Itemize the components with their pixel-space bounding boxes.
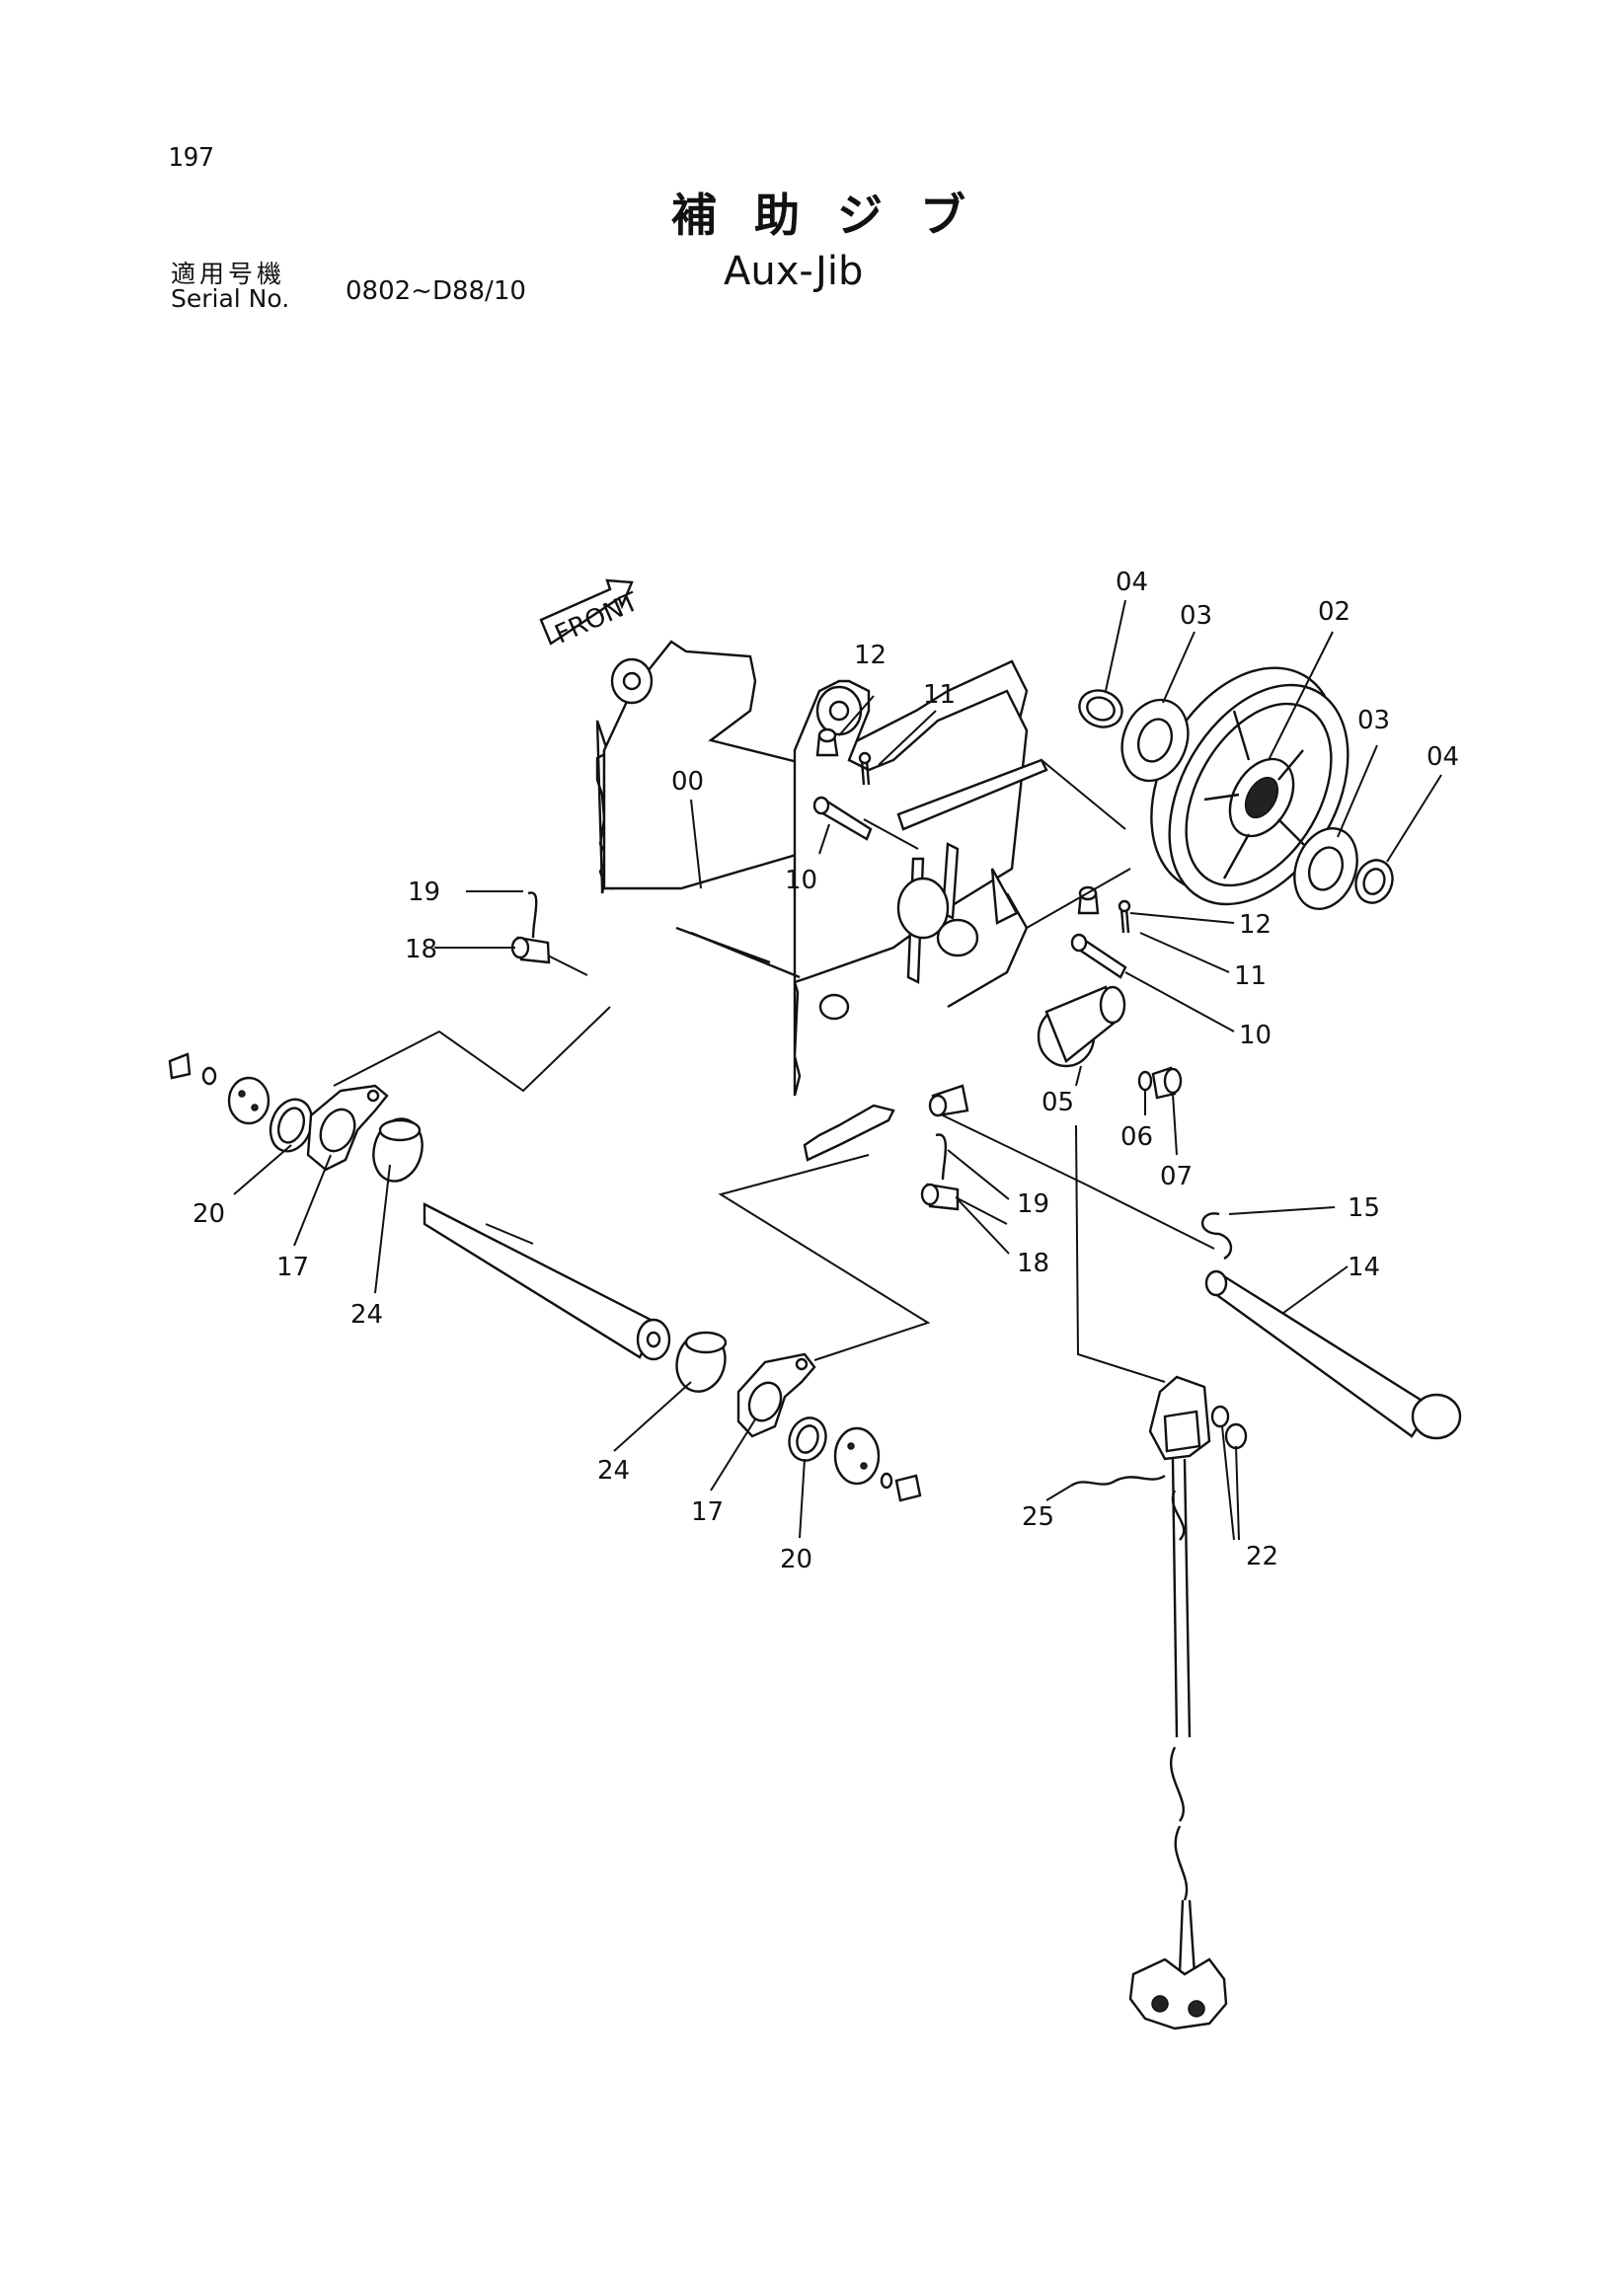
- part-label-25: 25: [1022, 1502, 1054, 1532]
- serial-label-english: Serial No.: [171, 284, 290, 313]
- spacer-left: [1078, 689, 1123, 728]
- part-label-04-upper: 04: [1116, 568, 1148, 597]
- rope-assembly: [1070, 1375, 1248, 2030]
- leader-lines: [233, 599, 1442, 1541]
- plate-left: [227, 1076, 270, 1125]
- long-pin-14: [1204, 1269, 1462, 1440]
- bushing-24-left: [372, 1117, 424, 1183]
- part-label-11-right: 11: [1234, 961, 1267, 991]
- lever-17-right: [736, 1352, 816, 1438]
- part-label-02: 02: [1318, 597, 1350, 627]
- washer-06: [1137, 1070, 1153, 1092]
- title-japanese: 補助ジブ: [671, 189, 1003, 242]
- part-label-11-upper: 11: [923, 680, 956, 710]
- part-label-19-right: 19: [1017, 1189, 1049, 1219]
- pin-upper: [812, 796, 873, 841]
- plate-right: [833, 1426, 881, 1486]
- pin-right: [1070, 933, 1127, 979]
- part-label-03-lower: 03: [1357, 706, 1390, 735]
- retainer-18-right: [920, 1183, 960, 1211]
- washer-20-right: [788, 1416, 827, 1462]
- lever-17-left: [306, 1084, 389, 1172]
- jib-frame: [595, 640, 1048, 1162]
- bushing-05: [1037, 985, 1126, 1068]
- front-arrow: FRONT: [539, 578, 643, 650]
- retainer-18-left: [510, 936, 551, 964]
- part-label-24-right: 24: [597, 1456, 630, 1486]
- bolt-07: [1151, 1066, 1183, 1100]
- shaft: [423, 1202, 671, 1361]
- clip-19-left: [527, 891, 538, 939]
- part-label-10-right: 10: [1239, 1021, 1272, 1050]
- clip-15: [1200, 1212, 1233, 1261]
- part-label-10-upper: 10: [785, 866, 817, 895]
- part-label-19-left: 19: [408, 878, 440, 907]
- part-label-18-right: 18: [1017, 1249, 1049, 1278]
- part-labels: 00 02 03 03 04 04 05 06 07 10 10 11 11 1…: [193, 568, 1459, 1574]
- pin-stub: [928, 1084, 969, 1117]
- part-label-17-right: 17: [691, 1497, 724, 1527]
- part-label-18-left: 18: [405, 935, 437, 964]
- part-label-20-right: 20: [780, 1545, 812, 1574]
- part-label-15: 15: [1348, 1193, 1380, 1223]
- cotter-right: [1118, 899, 1131, 934]
- part-label-12-upper: 12: [854, 641, 887, 670]
- bolt-right: [894, 1474, 922, 1502]
- cap-upper: [815, 727, 839, 757]
- bearing-left: [1120, 698, 1190, 783]
- clip-19-right: [935, 1133, 948, 1181]
- page-number: 197: [168, 143, 214, 173]
- sheave: [1150, 666, 1350, 906]
- bolt-left: [168, 1052, 192, 1080]
- part-label-24-left: 24: [350, 1300, 383, 1330]
- cap-right: [1077, 885, 1100, 915]
- guide-lines: [333, 759, 1215, 1383]
- title-english: Aux-Jib: [724, 249, 864, 294]
- bushing-24-right: [675, 1331, 728, 1393]
- lock-washer-right: [880, 1472, 893, 1490]
- part-label-14: 14: [1348, 1253, 1380, 1282]
- part-label-22: 22: [1246, 1542, 1278, 1571]
- part-label-12-right: 12: [1239, 910, 1272, 940]
- part-label-20-left: 20: [193, 1199, 225, 1229]
- part-label-17-left: 17: [276, 1253, 309, 1282]
- part-label-03-upper: 03: [1180, 601, 1212, 631]
- spacer-right: [1354, 859, 1394, 904]
- part-label-07: 07: [1160, 1162, 1193, 1191]
- part-label-06: 06: [1120, 1122, 1153, 1152]
- lock-washer-left: [201, 1066, 217, 1086]
- part-label-00: 00: [671, 767, 704, 797]
- cotter-upper: [858, 751, 872, 786]
- part-label-05: 05: [1041, 1088, 1074, 1117]
- serial-number-range: 0802~D88/10: [346, 276, 526, 306]
- part-label-04-lower: 04: [1427, 742, 1459, 772]
- serial-label-japanese: 適用号機: [171, 260, 286, 288]
